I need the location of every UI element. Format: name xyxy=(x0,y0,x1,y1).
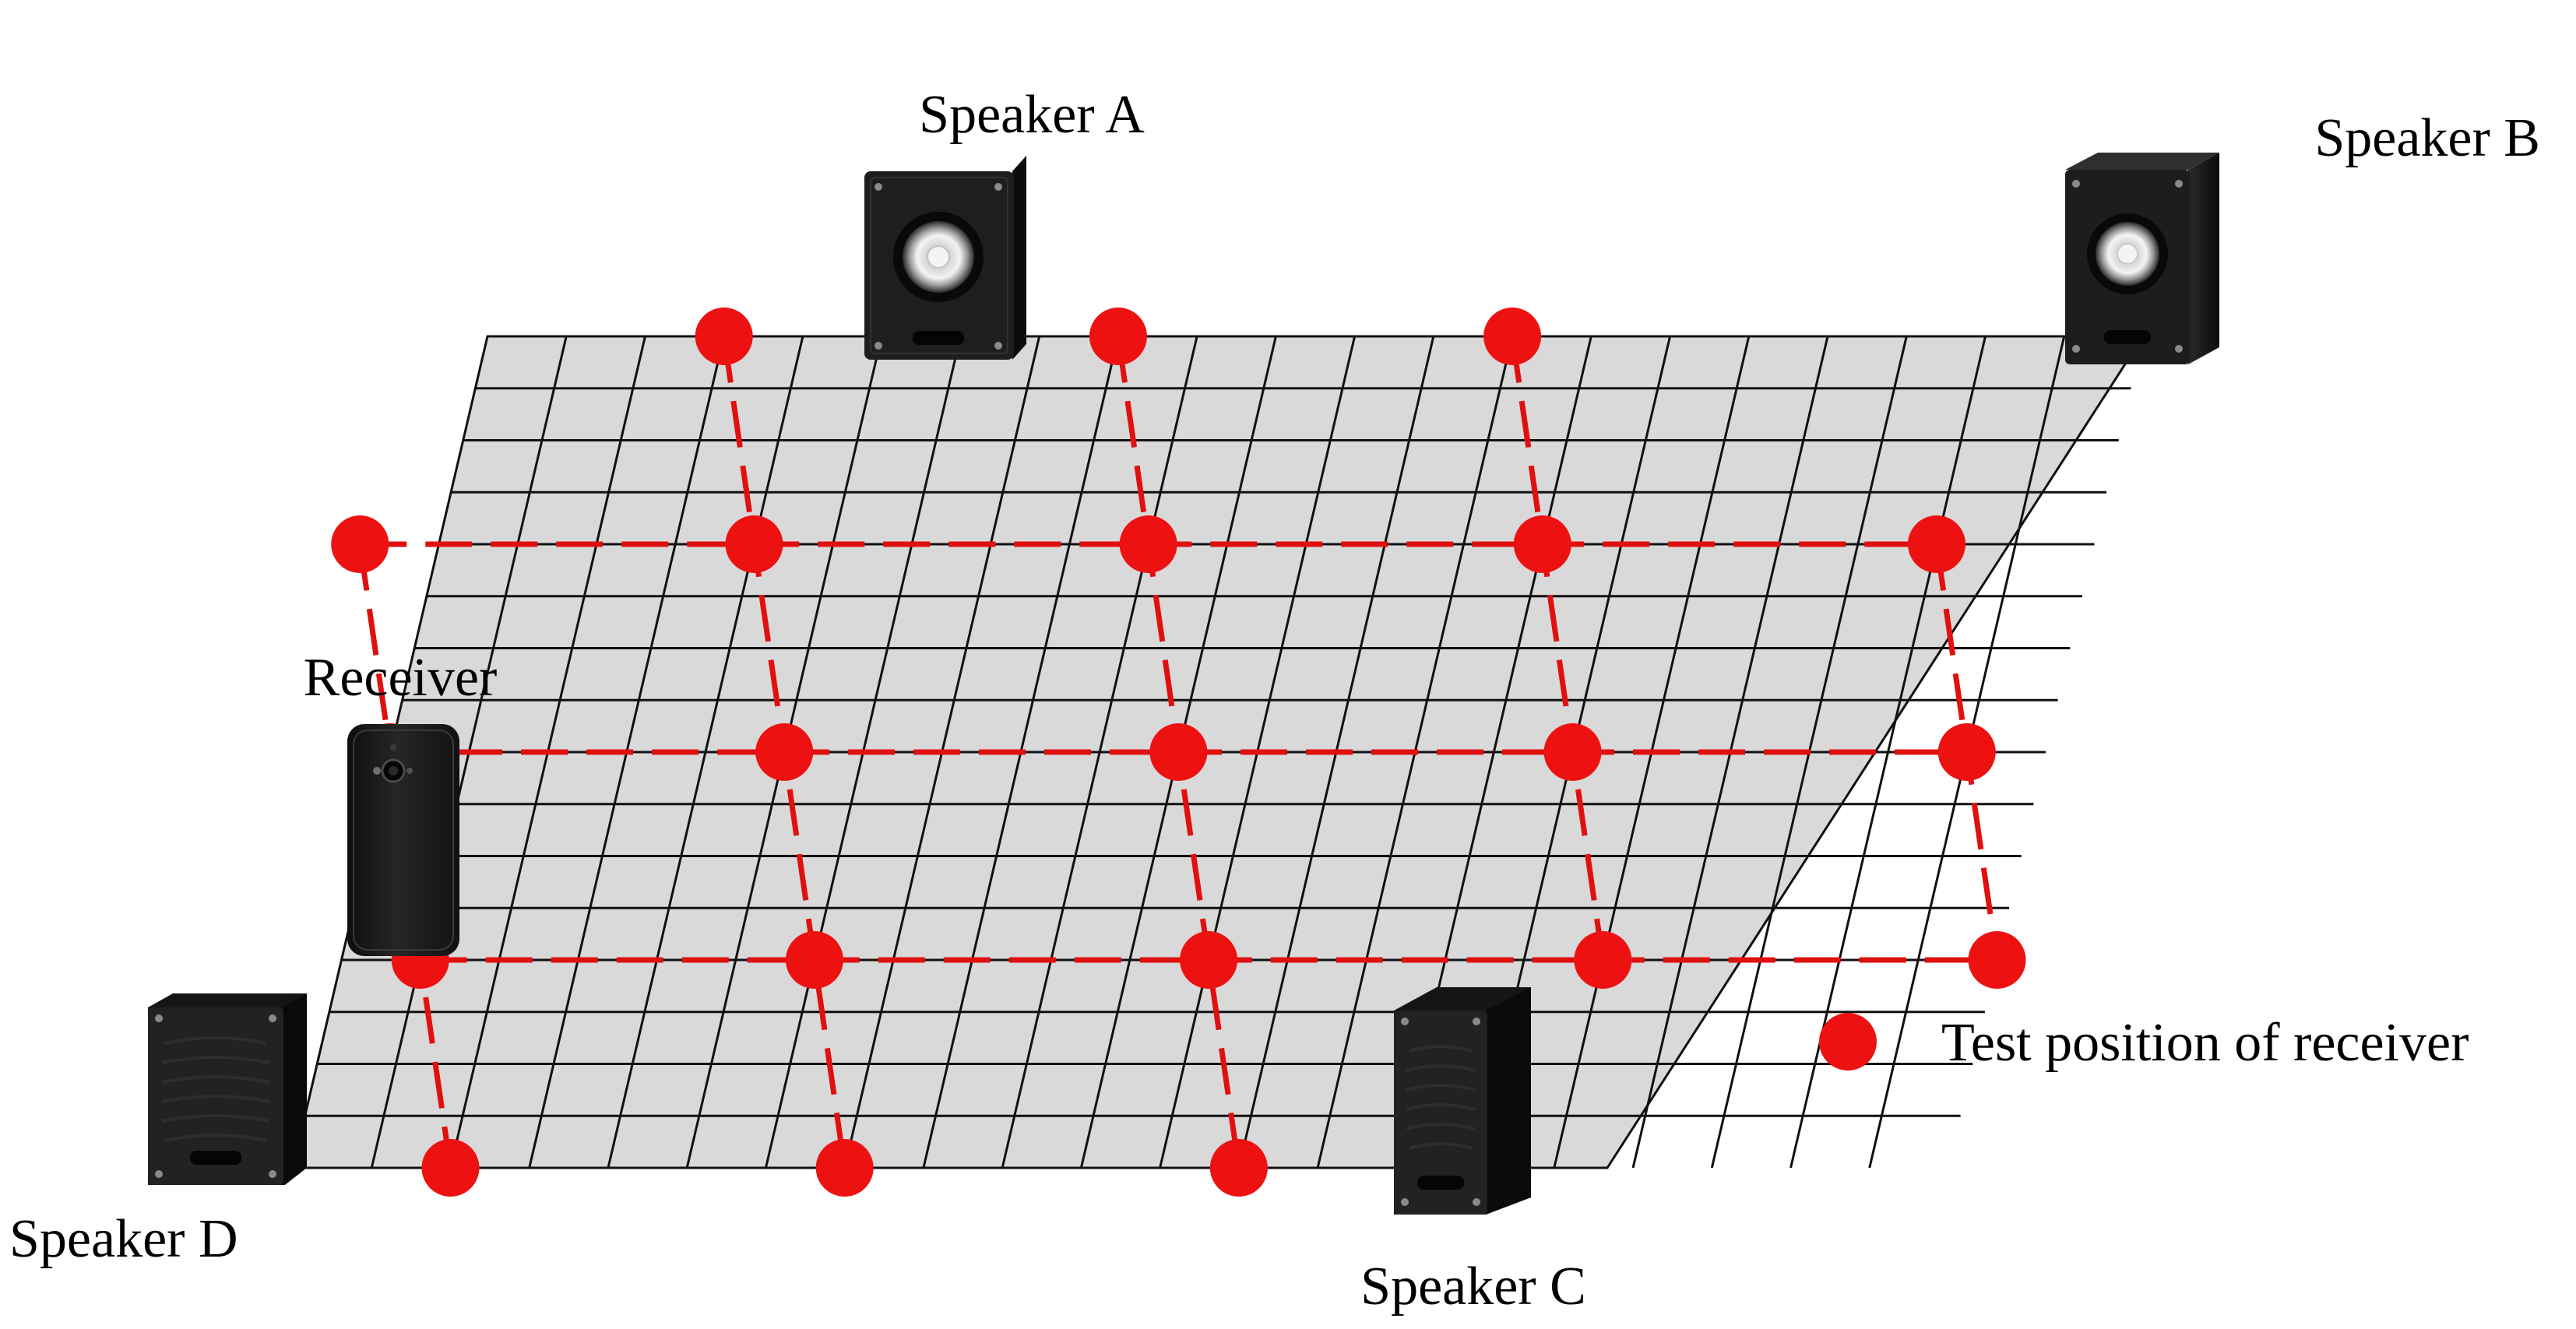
test-position-marker xyxy=(1543,723,1602,781)
legend: Test position of receiver xyxy=(1819,1013,2469,1073)
test-position-marker xyxy=(1209,1139,1268,1197)
speaker-a-label: Speaker A xyxy=(919,85,1145,145)
speaker-c-label: Speaker C xyxy=(1360,1257,1586,1317)
grid-column-line xyxy=(1001,336,1198,1169)
test-position-marker xyxy=(1149,723,1208,781)
speaker-d xyxy=(148,993,307,1185)
test-position-marker xyxy=(725,515,783,573)
speaker-d-label: Speaker D xyxy=(9,1209,238,1269)
grid-column-line xyxy=(607,336,804,1169)
speaker-c xyxy=(1394,987,1531,1215)
receiver-label: Receiver xyxy=(304,648,498,708)
test-position-marker xyxy=(1180,931,1238,989)
diagonal-test-path xyxy=(357,543,453,1169)
receiver-phone xyxy=(347,724,459,956)
test-position-marker xyxy=(695,308,753,365)
test-position-marker xyxy=(1119,515,1177,573)
diagonal-test-path xyxy=(1509,336,1606,961)
legend-marker xyxy=(1819,1013,1877,1071)
test-position-marker xyxy=(331,515,389,573)
test-position-marker xyxy=(421,1139,480,1197)
test-position-marker xyxy=(815,1139,874,1197)
speaker-b-label: Speaker B xyxy=(2314,108,2540,168)
test-position-marker xyxy=(1513,515,1571,573)
test-position-marker xyxy=(1574,931,1632,989)
test-position-marker xyxy=(1483,308,1542,365)
test-position-marker xyxy=(1908,515,1966,573)
legend-label: Test position of receiver xyxy=(1941,1013,2469,1073)
test-position-marker xyxy=(1968,931,2026,989)
test-position-marker xyxy=(1089,308,1147,365)
test-position-marker xyxy=(785,931,843,989)
speaker-a xyxy=(864,156,1026,360)
test-position-markers xyxy=(331,308,2026,1197)
test-position-marker xyxy=(1937,723,1996,781)
speaker-b xyxy=(2065,153,2219,364)
test-position-marker xyxy=(755,723,814,781)
